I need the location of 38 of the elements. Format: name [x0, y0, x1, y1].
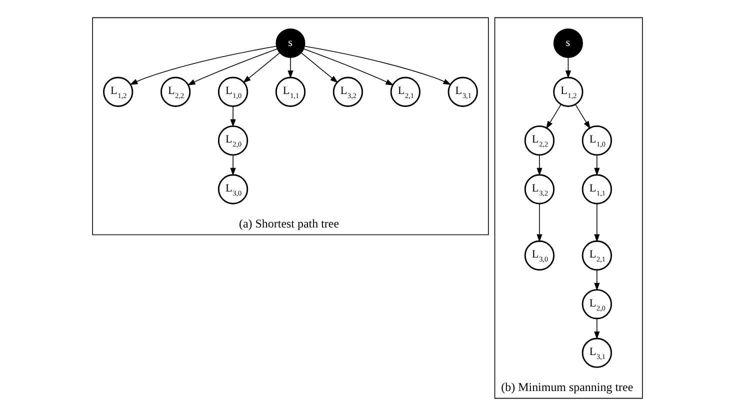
arrow	[304, 46, 451, 85]
arrow	[574, 104, 590, 130]
node-circle: L$_{2,2}$	[160, 76, 190, 107]
arrow	[546, 104, 561, 130]
arrow	[536, 154, 542, 176]
node-circle: L$_{1,2}$	[102, 76, 133, 107]
arrow	[242, 52, 280, 84]
arrow	[287, 57, 293, 79]
node-circle: L$_{3,0}$	[217, 174, 248, 204]
node-circle: L$_{3,1}$	[447, 76, 478, 107]
arrow	[129, 46, 276, 85]
arrow	[594, 203, 600, 242]
arrow	[594, 270, 600, 291]
node-circle: L$_{1,0}$	[581, 125, 612, 156]
arrow	[230, 154, 236, 176]
arrow	[594, 318, 600, 340]
arrow	[536, 203, 542, 242]
node-circle: L$_{2,0}$	[581, 289, 612, 320]
arrow	[564, 57, 570, 79]
node-circle: L$_{1,1}$	[581, 174, 612, 204]
node-circle: L$_{2,2}$	[524, 125, 554, 156]
node-circle: L$_{1,0}$	[217, 76, 248, 107]
arrow	[230, 106, 236, 128]
node-circle: L$_{3,2}$	[524, 174, 554, 204]
arrow	[302, 48, 394, 86]
arrow	[594, 154, 600, 176]
node-circle: s	[275, 28, 305, 58]
node-circle: L$_{3,0}$	[524, 240, 554, 271]
arrow	[300, 52, 338, 84]
node-circle: L$_{1,2}$	[552, 76, 583, 107]
node-circle: L$_{2,0}$	[217, 125, 248, 156]
node-circle: L$_{1,1}$	[274, 76, 306, 107]
node-circle: s	[552, 28, 582, 58]
arrow	[186, 48, 278, 86]
node-circle: L$_{2,1}$	[390, 76, 420, 107]
node-circle: L$_{3,1}$	[581, 338, 612, 368]
node-circle: L$_{3,2}$	[332, 76, 363, 107]
node-circle: L$_{2,1}$	[581, 240, 612, 271]
